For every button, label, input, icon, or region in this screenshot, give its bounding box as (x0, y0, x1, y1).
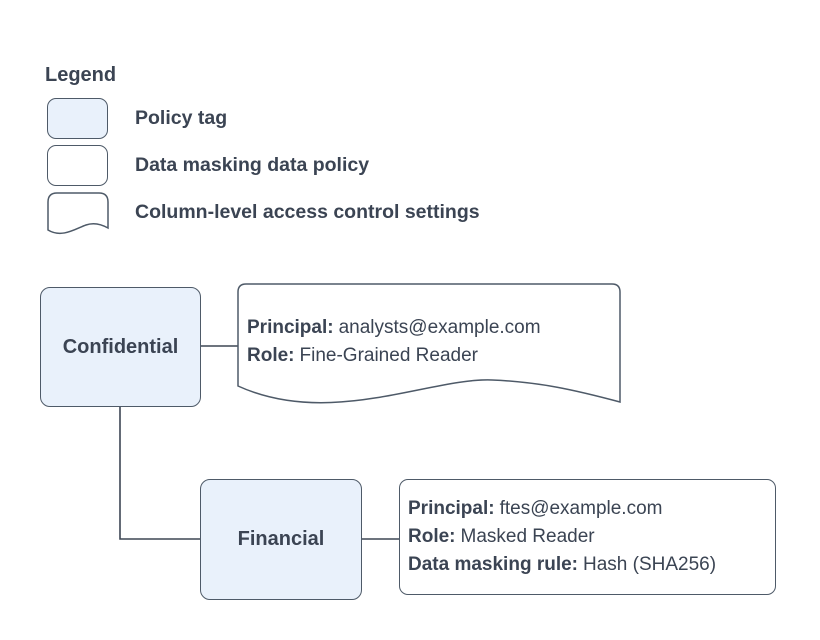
policy-line-masking-rule: Data masking rule:Hash (SHA256) (408, 554, 717, 575)
confidential-access-settings: Principal:analysts@example.com Role:Fine… (247, 314, 541, 370)
policy-line-principal: Principal:ftes@example.com (408, 498, 663, 519)
node-confidential-policy-tag: Confidential (40, 287, 201, 407)
financial-masking-policy-box: Principal:ftes@example.com Role:Masked R… (399, 479, 776, 595)
policy-tag-swatch-icon (47, 98, 108, 139)
node-financial-policy-tag: Financial (200, 479, 362, 600)
connector-confidential-to-financial (119, 405, 200, 540)
legend-label-column-access: Column-level access control settings (135, 201, 480, 223)
legend-title: Legend (45, 64, 117, 86)
data-policy-swatch-icon (47, 145, 108, 186)
legend-label-policy-tag: Policy tag (135, 107, 228, 129)
settings-line-role: Role:Fine-Grained Reader (247, 345, 478, 366)
policy-line-role: Role:Masked Reader (408, 526, 595, 547)
legend-label-data-policy: Data masking data policy (135, 154, 370, 176)
document-swatch-icon (47, 192, 109, 235)
settings-line-principal: Principal:analysts@example.com (247, 317, 541, 338)
confidential-settings-document-shape (237, 283, 621, 404)
